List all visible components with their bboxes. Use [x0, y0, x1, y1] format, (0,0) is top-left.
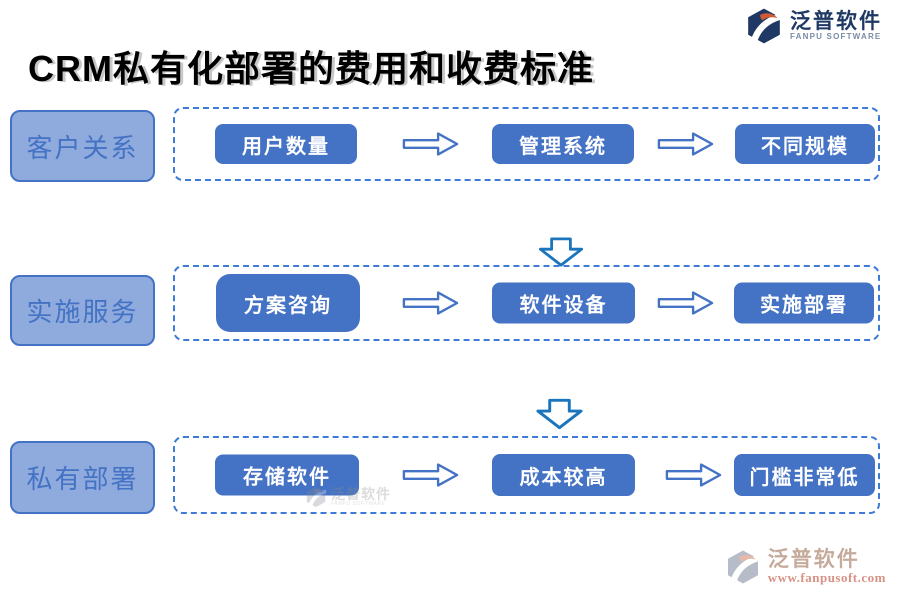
watermark-name-cn: 泛普软件	[331, 486, 391, 503]
watermark-name-en: FANPU SOFTWARE	[331, 500, 386, 507]
footer-website-url: www.fanpusoft.com	[767, 570, 886, 586]
step-box-solution-consulting: 方案咨询	[216, 274, 360, 332]
fanpu-logo-icon	[727, 550, 760, 584]
footer-brand-name-cn: 泛普软件	[767, 548, 860, 571]
row2-steps-container: 方案咨询 软件设备 实施部署	[173, 265, 880, 341]
footer-brand-text: 泛普软件 www.fanpusoft.com	[768, 548, 886, 585]
down-arrow-icon	[536, 398, 583, 430]
step-box-very-low-threshold: 门槛非常低	[734, 454, 875, 496]
step-box-higher-cost: 成本较高	[492, 454, 635, 496]
step-box-user-quantity: 用户数量	[215, 124, 357, 164]
watermark-logo: 泛普软件 FANPU SOFTWARE	[305, 486, 391, 508]
brand-logo: 泛普软件 FANPU SOFTWARE	[745, 7, 882, 45]
step-box-storage-software: 存储软件	[215, 454, 359, 496]
row-label-implementation-service: 实施服务	[10, 275, 155, 346]
right-arrow-icon	[402, 463, 459, 487]
row-label-private-deployment: 私有部署	[10, 441, 155, 514]
watermark-text: 泛普软件 FANPU SOFTWARE	[331, 487, 391, 507]
step-box-management-system: 管理系统	[492, 124, 634, 164]
footer-brand-logo: 泛普软件 www.fanpusoft.com	[725, 548, 886, 585]
step-box-implementation-deployment: 实施部署	[734, 282, 874, 324]
right-arrow-icon	[665, 463, 722, 487]
down-arrow-icon	[538, 237, 584, 267]
right-arrow-icon	[402, 291, 459, 315]
row-label-customer-relations: 客户关系	[10, 110, 155, 182]
fanpu-logo-icon	[306, 486, 327, 508]
step-box-different-scale: 不同规模	[735, 124, 875, 164]
fanpu-logo-icon	[748, 8, 782, 44]
brand-name-en: FANPU SOFTWARE	[790, 32, 882, 42]
right-arrow-icon	[402, 132, 459, 156]
right-arrow-icon	[657, 291, 714, 315]
brand-name-cn: 泛普软件	[790, 10, 882, 34]
row3-steps-container: 存储软件 成本较高 门槛非常低	[173, 436, 880, 514]
right-arrow-icon	[657, 132, 714, 156]
step-box-software-equipment: 软件设备	[492, 282, 635, 324]
page-title: CRM私有化部署的费用和收费标准	[28, 48, 594, 89]
row1-steps-container: 用户数量 管理系统 不同规模	[173, 107, 880, 181]
brand-text: 泛普软件 FANPU SOFTWARE	[790, 10, 882, 42]
